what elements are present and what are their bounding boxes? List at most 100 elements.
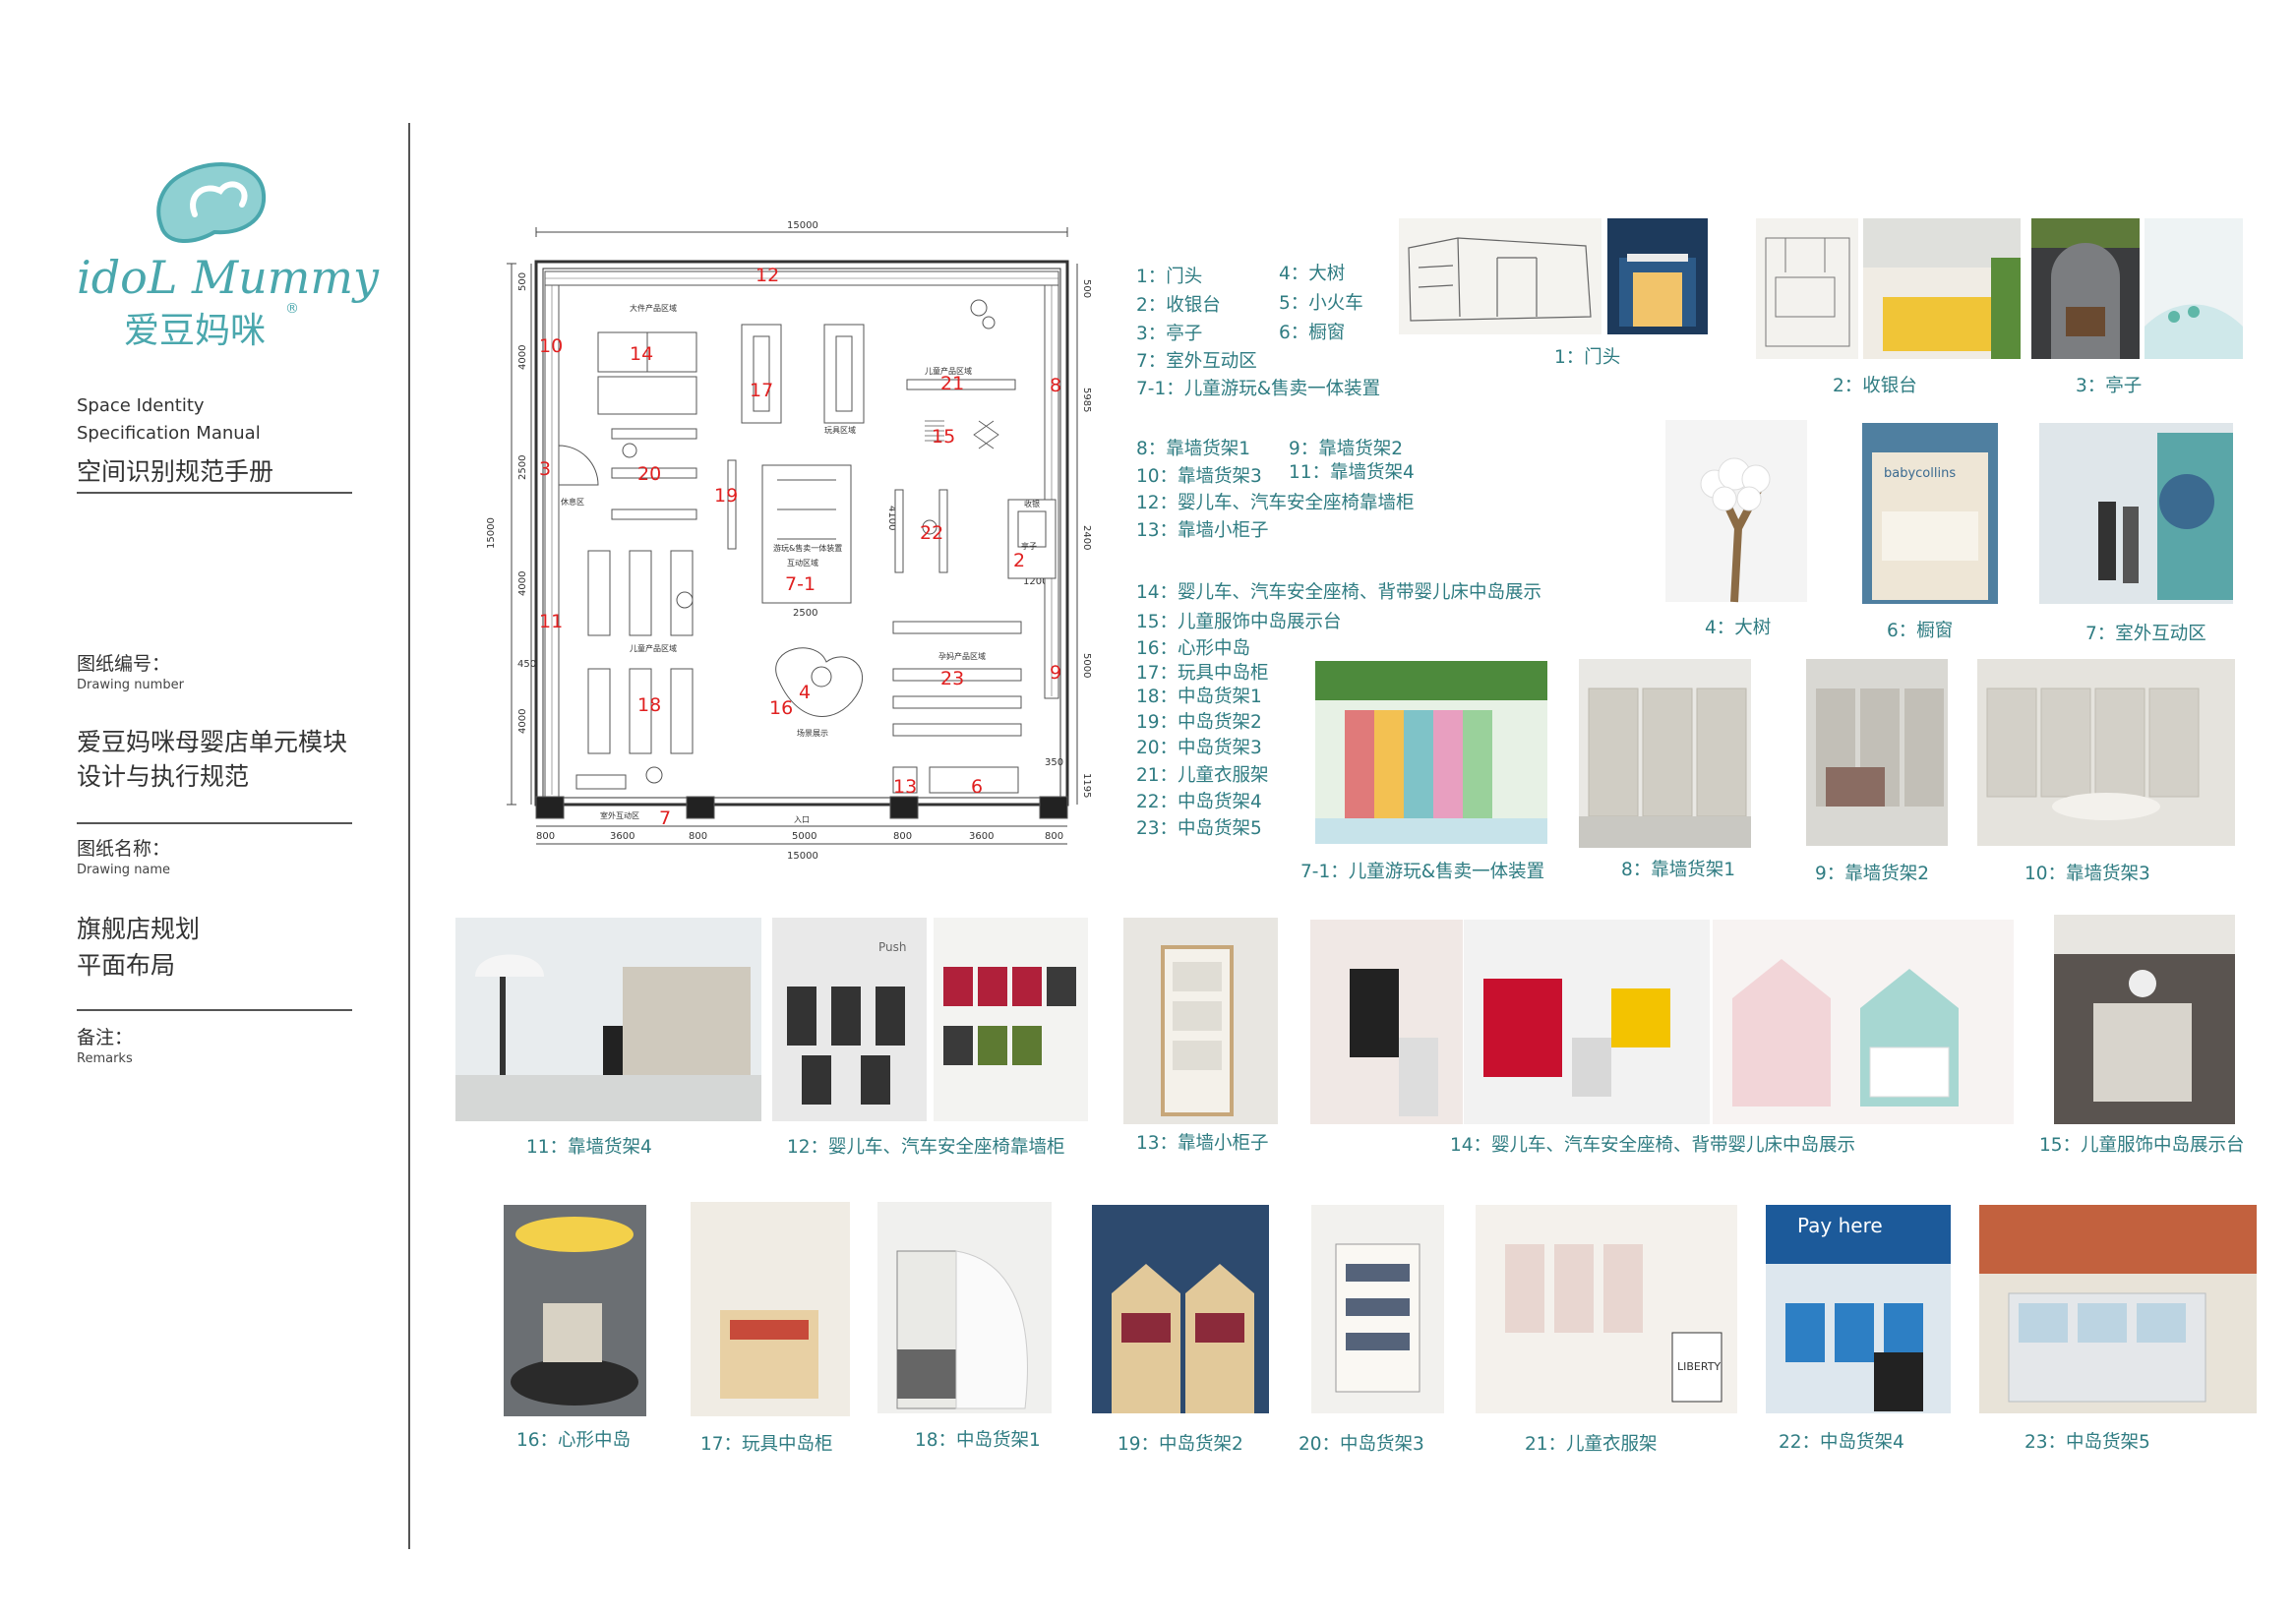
photo-17-toy-island [691, 1202, 850, 1416]
caption-18: 18：中岛货架1 [915, 1430, 1041, 1451]
caption-3: 3：亭子 [2076, 376, 2143, 396]
svg-text:15000: 15000 [486, 517, 497, 549]
svg-text:19: 19 [714, 485, 738, 507]
legend-item-18: 18：中岛货架1 [1136, 687, 1262, 707]
svg-text:23: 23 [940, 668, 964, 689]
svg-text:11: 11 [539, 611, 563, 632]
svg-text:2400: 2400 [1081, 525, 1092, 550]
photo-1-storefront [1607, 218, 1708, 334]
photo-1-sketch [1399, 218, 1601, 334]
caption-22: 22：中岛货架4 [1779, 1432, 1904, 1453]
svg-text:14: 14 [630, 343, 653, 365]
photo-23-island-shelf [1979, 1205, 2257, 1413]
legend-item-20: 20：中岛货架3 [1136, 738, 1262, 758]
legend-item-7: 7：室外互动区 [1136, 351, 1257, 372]
photo-19-island-shelf [1092, 1205, 1269, 1413]
photo-11-wall-shelf [455, 918, 761, 1121]
photo-3-interior [2145, 218, 2243, 359]
svg-text:2500: 2500 [793, 608, 817, 619]
caption-2: 2：收银台 [1833, 376, 1917, 396]
photo-16-heart-island [504, 1205, 646, 1416]
legend-item-7-1: 7-1：儿童游玩&售卖一体装置 [1136, 379, 1381, 399]
svg-text:场景展示: 场景展示 [797, 729, 828, 738]
legend-item-15: 15：儿童服饰中岛展示台 [1136, 612, 1342, 632]
photo-14-strollers [1464, 920, 1710, 1124]
svg-text:21: 21 [940, 373, 964, 394]
svg-text:Push: Push [878, 940, 907, 954]
logo-wordmark-cn: 爱豆妈咪 [124, 311, 266, 351]
sidebar-rule-1 [77, 492, 352, 494]
svg-text:6: 6 [971, 776, 983, 798]
floor-plan: 15000 15000 15000 800 3600 800 5000 800 … [486, 220, 1092, 862]
svg-text:17: 17 [750, 380, 773, 401]
legend-item-19: 19：中岛货架2 [1136, 712, 1262, 733]
caption-19: 19：中岛货架2 [1118, 1434, 1243, 1455]
caption-12: 12：婴儿车、汽车安全座椅靠墙柜 [787, 1137, 1065, 1158]
photo-6-window: babycollins [1862, 423, 1998, 604]
caption-9: 9：靠墙货架2 [1815, 864, 1930, 884]
photo-20-island-shelf [1311, 1205, 1444, 1413]
caption-17: 17：玩具中岛柜 [700, 1434, 833, 1455]
photo-2-cashier [1863, 218, 2021, 359]
manual-title-en-2: Specification Manual [77, 423, 261, 444]
legend-item-22: 22：中岛货架4 [1136, 792, 1262, 812]
legend-item-5: 5：小火车 [1279, 293, 1363, 314]
svg-text:1195: 1195 [1081, 773, 1092, 798]
caption-8: 8：靠墙货架1 [1621, 860, 1736, 880]
svg-text:800: 800 [689, 831, 707, 842]
svg-text:2500: 2500 [517, 455, 528, 480]
svg-text:互动区域: 互动区域 [787, 558, 818, 568]
manual-title-en-1: Space Identity [77, 395, 205, 416]
caption-6: 6：橱窗 [1887, 621, 1954, 641]
svg-text:3600: 3600 [969, 831, 994, 842]
svg-text:儿童产品区域: 儿童产品区域 [925, 366, 972, 376]
legend-item-4: 4：大树 [1279, 264, 1346, 284]
legend-item-2: 2：收银台 [1136, 295, 1221, 316]
svg-text:亭子: 亭子 [1021, 541, 1037, 551]
legend-item-11: 11：靠墙货架4 [1289, 462, 1415, 483]
photo-10-wall-shelf [1977, 659, 2235, 846]
svg-text:5000: 5000 [792, 831, 816, 842]
photo-13-small-cabinet [1123, 918, 1278, 1124]
photo-21-clothes-rack: LIBERTY [1476, 1205, 1737, 1413]
photo-18-island-shelf [877, 1202, 1052, 1413]
idol-mummy-logo: idoL Mummy 爱豆妈咪 ® [77, 161, 380, 351]
logo-wordmark-en: idoL Mummy [77, 251, 380, 304]
svg-text:入口: 入口 [794, 815, 810, 824]
photo-8-wall-shelf [1579, 659, 1751, 848]
photo-22-island-shelf: Pay here [1766, 1205, 1951, 1413]
svg-text:800: 800 [893, 831, 912, 842]
caption-13: 13：靠墙小柜子 [1136, 1133, 1269, 1154]
caption-7-1: 7-1：儿童游玩&售卖一体装置 [1300, 862, 1545, 882]
caption-11: 11：靠墙货架4 [526, 1137, 652, 1158]
svg-text:1200: 1200 [1023, 576, 1048, 587]
svg-text:4100: 4100 [886, 506, 897, 530]
svg-text:15: 15 [932, 426, 955, 448]
photo-15-clothes-island [2054, 915, 2235, 1124]
drawing-number-value-1: 爱豆妈咪母婴店单元模块 [77, 728, 348, 756]
drawing-name-label-en: Drawing name [77, 863, 171, 877]
svg-text:800: 800 [536, 831, 555, 842]
svg-text:10: 10 [539, 335, 563, 357]
svg-text:收银: 收银 [1024, 499, 1040, 508]
svg-text:9: 9 [1050, 662, 1061, 684]
legend-item-16: 16：心形中岛 [1136, 638, 1251, 659]
svg-text:3600: 3600 [610, 831, 634, 842]
svg-text:12: 12 [755, 265, 779, 286]
svg-text:4000: 4000 [517, 571, 528, 596]
photo-14-crib-house [1713, 920, 2014, 1124]
caption-21: 21：儿童衣服架 [1525, 1434, 1658, 1455]
remarks-label-en: Remarks [77, 1051, 133, 1066]
caption-20: 20：中岛货架3 [1299, 1434, 1424, 1455]
photo-14-stroller-seat [1310, 920, 1463, 1124]
photo-7-outdoor [2039, 423, 2233, 604]
caption-7: 7：室外互动区 [2085, 624, 2206, 644]
svg-text:7-1: 7-1 [785, 573, 816, 595]
svg-text:500: 500 [517, 272, 528, 291]
manual-title-cn: 空间识别规范手册 [77, 457, 274, 486]
caption-1: 1：门头 [1554, 347, 1621, 368]
svg-text:Pay here: Pay here [1797, 1214, 1883, 1237]
sidebar-divider [408, 123, 410, 1549]
photo-9-wall-shelf [1806, 659, 1948, 846]
svg-text:350: 350 [1045, 757, 1063, 768]
